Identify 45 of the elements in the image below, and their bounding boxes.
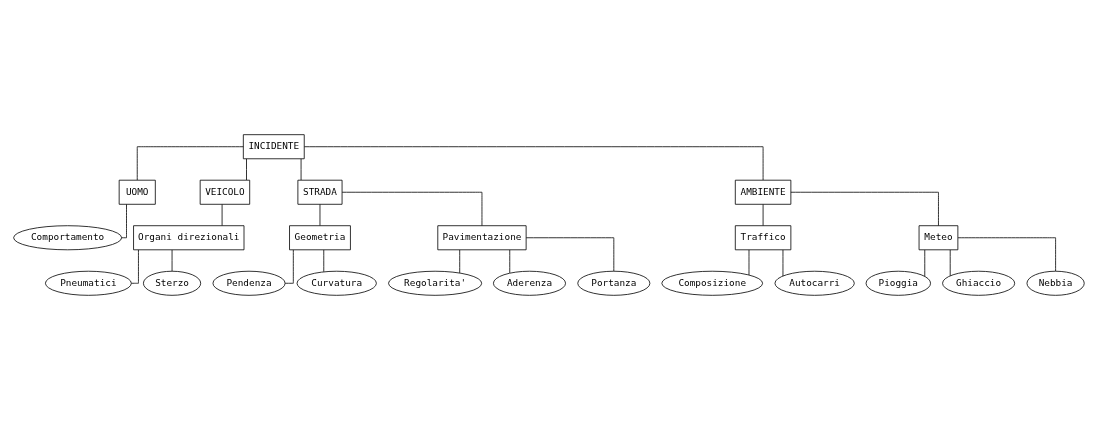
node-ellipse: Sterzo: [143, 270, 202, 296]
node-box: AMBIENTE: [734, 179, 792, 205]
node-ellipse: Nebbia: [1026, 270, 1085, 296]
node-box: Geometria: [289, 225, 351, 251]
connector: [131, 249, 139, 284]
connector: [782, 249, 784, 277]
node-ellipse: Portanza: [577, 270, 651, 296]
connector: [341, 191, 483, 226]
node-ellipse: Autocarri: [774, 270, 855, 296]
connector: [949, 249, 951, 277]
connector: [762, 204, 764, 226]
connector: [136, 146, 244, 181]
connector: [246, 158, 247, 181]
connector: [323, 249, 325, 273]
node-ellipse: Pendenza: [212, 270, 286, 296]
node-ellipse: Composizione: [661, 270, 763, 296]
connector: [924, 249, 926, 277]
connector: [957, 237, 1056, 272]
node-ellipse: Comportamento: [13, 225, 123, 251]
node-box: Traffico: [734, 225, 792, 251]
node-ellipse: Ghiaccio: [942, 270, 1016, 296]
connector: [121, 204, 127, 239]
node-box: UOMO: [118, 179, 156, 205]
node-ellipse: Aderenza: [493, 270, 566, 296]
connector: [171, 249, 173, 272]
node-ellipse: Curvatura: [296, 270, 377, 296]
connector: [221, 204, 223, 226]
connector: [300, 158, 302, 181]
node-box: Organi direzionali: [133, 225, 245, 251]
node-box: Meteo: [918, 225, 959, 251]
connector: [459, 249, 461, 274]
connector: [509, 249, 511, 274]
connector: [790, 191, 939, 226]
node-ellipse: Pneumatici: [45, 270, 132, 296]
connector: [304, 146, 764, 181]
connector: [284, 249, 294, 284]
connector: [748, 249, 750, 276]
node-ellipse: Regolarita': [388, 270, 483, 296]
node-box: INCIDENTE: [242, 134, 305, 160]
node-box: Pavimentazione: [437, 225, 527, 251]
connector: [319, 204, 321, 226]
connector: [525, 237, 615, 272]
node-ellipse: Pioggia: [865, 270, 931, 296]
node-box: STRADA: [297, 179, 343, 205]
node-box: VEICOLO: [199, 179, 251, 205]
